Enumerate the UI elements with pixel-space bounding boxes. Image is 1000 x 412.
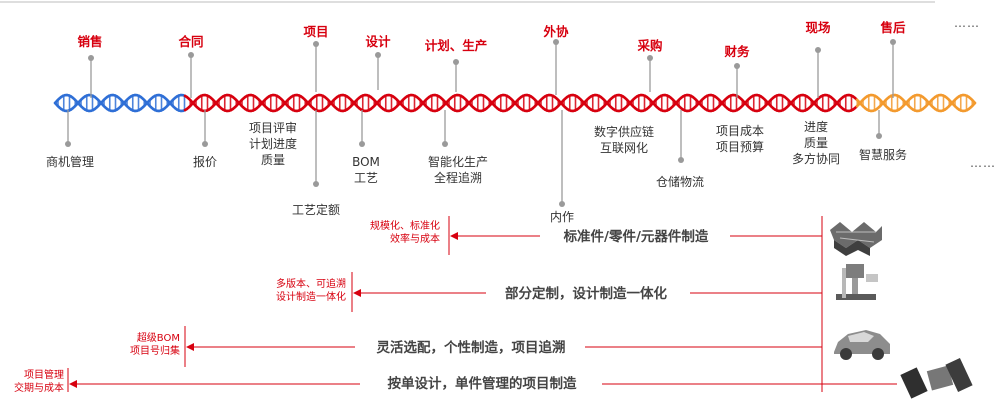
mode-arrowhead-1 bbox=[450, 232, 458, 240]
pin-dot-smart-service bbox=[876, 133, 882, 139]
ellipsis-right: …… bbox=[970, 156, 996, 171]
stage-label-procurement: 采购 bbox=[637, 38, 662, 54]
ellipsis-top: …… bbox=[954, 16, 980, 31]
pin-dot-sales bbox=[88, 55, 94, 61]
mode-arrowhead-3 bbox=[186, 343, 194, 351]
stage-label-plan: 计划、生产 bbox=[425, 38, 488, 54]
pin-dot-bom bbox=[359, 141, 365, 147]
detail-smart-service: 智慧服务 bbox=[859, 148, 907, 163]
pin-dot-project bbox=[313, 41, 319, 47]
pin-dot-warehouse bbox=[678, 157, 684, 163]
stage-label-finance: 财务 bbox=[724, 44, 749, 60]
pin-dot-smart-production bbox=[442, 141, 448, 147]
satellite-icon bbox=[900, 358, 972, 399]
mode-note-2-line1: 多版本、可追溯 bbox=[248, 278, 346, 291]
detail-opportunity: 商机管理 bbox=[46, 155, 94, 170]
detail-in-house: 内作 bbox=[550, 210, 574, 225]
detail-bom-2: 工艺 bbox=[354, 171, 378, 186]
mode-note-3: 超级BOM 项目号归集 bbox=[100, 332, 180, 358]
stage-label-design: 设计 bbox=[365, 34, 390, 50]
mode-arrowhead-4 bbox=[69, 380, 77, 388]
detail-smart-production-2: 全程追溯 bbox=[434, 171, 482, 186]
stage-label-sales: 销售 bbox=[77, 34, 102, 50]
mode-note-1: 规模化、标准化 效率与成本 bbox=[350, 220, 440, 246]
car-icon bbox=[834, 330, 890, 360]
helix-strand-segment bbox=[973, 103, 975, 105]
stage-label-field: 现场 bbox=[805, 20, 830, 36]
helix-strands bbox=[55, 95, 975, 111]
mode-title-1: 标准件/零件/元器件制造 bbox=[558, 229, 715, 246]
pin-dot-field bbox=[815, 47, 821, 53]
mode-title-2: 部分定制，设计制造一体化 bbox=[499, 286, 673, 303]
stage-label-project: 项目 bbox=[303, 24, 328, 40]
detail-warehouse: 仓储物流 bbox=[656, 175, 704, 190]
detail-process-quota: 工艺定额 bbox=[292, 203, 340, 218]
stage-label-aftersales: 售后 bbox=[880, 20, 905, 36]
pin-dot-outsourcing bbox=[553, 39, 559, 45]
pin-dot-design bbox=[375, 52, 381, 58]
pin-dot-plan bbox=[453, 59, 459, 65]
mode-note-4: 项目管理 交期与成本 bbox=[2, 369, 64, 395]
mode-note-1-line2: 效率与成本 bbox=[350, 233, 440, 246]
mode-title-3: 灵活选配，个性制造，项目追溯 bbox=[371, 340, 572, 357]
detail-project-review-2: 计划进度 bbox=[249, 137, 297, 152]
mode-note-4-line1: 项目管理 bbox=[2, 369, 64, 382]
detail-digital-supply-1: 数字供应链 bbox=[594, 125, 654, 140]
mode-arrows bbox=[69, 232, 897, 388]
detail-progress-2: 质量 bbox=[804, 136, 828, 151]
product-images bbox=[830, 222, 973, 399]
pin-dot-finance bbox=[734, 63, 740, 69]
detail-project-review-1: 项目评审 bbox=[249, 121, 297, 136]
pin-dot-opportunity bbox=[65, 141, 71, 147]
detail-project-cost-1: 项目成本 bbox=[716, 124, 764, 139]
pin-dot-procurement bbox=[647, 55, 653, 61]
detail-progress-3: 多方协同 bbox=[792, 152, 840, 167]
stage-label-outsourcing: 外协 bbox=[543, 24, 568, 40]
detail-quote: 报价 bbox=[193, 155, 217, 170]
detail-project-review-3: 质量 bbox=[261, 153, 285, 168]
mode-note-4-line2: 交期与成本 bbox=[2, 382, 64, 395]
mode-note-3-line2: 项目号归集 bbox=[100, 345, 180, 358]
pin-dot-aftersales bbox=[890, 39, 896, 45]
mode-note-2: 多版本、可追溯 设计制造一体化 bbox=[248, 278, 346, 304]
stage-label-contract: 合同 bbox=[178, 34, 203, 50]
detail-digital-supply-2: 互联网化 bbox=[600, 141, 648, 156]
mesh-part-icon bbox=[830, 222, 882, 256]
robot-arm-icon bbox=[836, 264, 878, 300]
pin-dot-quote bbox=[202, 141, 208, 147]
mode-arrowhead-2 bbox=[353, 289, 361, 297]
mode-note-3-line1: 超级BOM bbox=[100, 332, 180, 345]
mode-title-4: 按单设计，单件管理的项目制造 bbox=[382, 376, 583, 393]
mode-note-2-line2: 设计制造一体化 bbox=[248, 291, 346, 304]
pin-dot-contract bbox=[188, 52, 194, 58]
detail-bom-1: BOM bbox=[352, 155, 380, 170]
pin-dot-process-quota bbox=[313, 181, 319, 187]
pin-dot-in-house bbox=[559, 201, 565, 207]
detail-progress-1: 进度 bbox=[804, 120, 828, 135]
detail-smart-production-1: 智能化生产 bbox=[428, 155, 488, 170]
mode-note-1-line1: 规模化、标准化 bbox=[350, 220, 440, 233]
detail-project-cost-2: 项目预算 bbox=[716, 140, 764, 155]
